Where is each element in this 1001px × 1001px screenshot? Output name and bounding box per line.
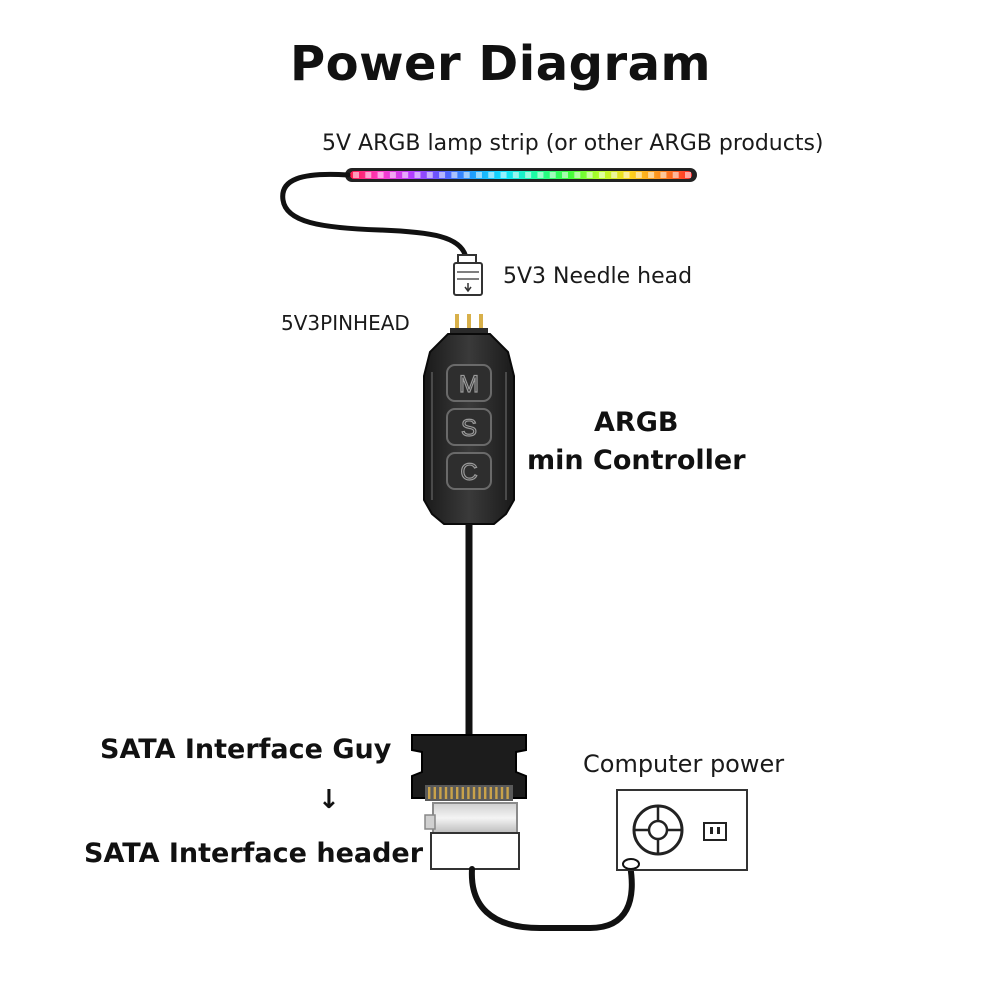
sata-guy-label: SATA Interface Guy bbox=[100, 734, 392, 765]
strip-led bbox=[525, 172, 532, 178]
sata-contact bbox=[428, 787, 431, 799]
sata-contact bbox=[472, 787, 476, 799]
strip-led bbox=[512, 172, 519, 178]
strip-led bbox=[562, 172, 569, 178]
sata-interface-header-connector bbox=[424, 802, 520, 870]
sata-contact bbox=[489, 787, 492, 799]
page-title: Power Diagram bbox=[289, 36, 712, 92]
strip-led bbox=[463, 172, 470, 178]
down-arrow-icon: ↓ bbox=[318, 785, 340, 815]
sata-header-label: SATA Interface header bbox=[84, 838, 424, 869]
strip-led bbox=[660, 172, 667, 178]
power-cable bbox=[468, 862, 635, 931]
sata-contact bbox=[500, 787, 504, 799]
strip-led bbox=[439, 172, 446, 178]
argb-lamp-strip bbox=[345, 168, 697, 182]
strip-led bbox=[623, 172, 630, 178]
controller-button-m[interactable] bbox=[446, 364, 492, 402]
pinhead-label: 5V3PINHEAD bbox=[281, 311, 410, 335]
strip-led bbox=[685, 172, 691, 178]
needle-head-label: 5V3 Needle head bbox=[503, 264, 693, 289]
controller-button-m-label: M bbox=[459, 371, 479, 398]
sata-contact bbox=[478, 787, 481, 799]
controller-label-line1: ARGB bbox=[594, 407, 679, 438]
strip-led bbox=[414, 172, 421, 178]
strip-led bbox=[574, 172, 581, 178]
controller-button-c[interactable] bbox=[446, 452, 492, 490]
sata-contact bbox=[456, 787, 459, 799]
strip-led bbox=[353, 172, 359, 178]
strip-led bbox=[648, 172, 655, 178]
strip-led bbox=[500, 172, 507, 178]
sata-contact bbox=[439, 787, 442, 799]
strip-led bbox=[672, 172, 679, 178]
strip-led bbox=[488, 172, 495, 178]
sata-contact bbox=[506, 787, 509, 799]
computer-power-supply bbox=[616, 789, 748, 871]
strip-led bbox=[598, 172, 605, 178]
strip-led bbox=[586, 172, 593, 178]
sata-contact bbox=[433, 787, 436, 799]
needle-head-connector bbox=[453, 254, 483, 296]
sata-contact bbox=[495, 787, 498, 799]
controller-label-line2: min Controller bbox=[527, 445, 746, 476]
controller-button-s[interactable] bbox=[446, 408, 492, 446]
sata-contact bbox=[444, 787, 448, 799]
strip-led-dots bbox=[353, 172, 691, 178]
sata-contacts bbox=[428, 787, 509, 799]
strip-led bbox=[365, 172, 372, 178]
strip-led bbox=[475, 172, 482, 178]
strip-led bbox=[377, 172, 384, 178]
sata-contact bbox=[484, 787, 487, 799]
computer-power-label: Computer power bbox=[583, 750, 785, 778]
strip-led bbox=[402, 172, 409, 178]
strip-led bbox=[549, 172, 556, 178]
strip-led bbox=[635, 172, 642, 178]
controller-label: ARGB min Controller bbox=[527, 404, 746, 480]
strip-led bbox=[451, 172, 458, 178]
strip-led bbox=[537, 172, 544, 178]
sata-contact bbox=[450, 787, 453, 799]
controller-button-s-label: S bbox=[461, 415, 477, 442]
strip-led bbox=[611, 172, 618, 178]
strip-cable bbox=[280, 171, 469, 261]
controller-button-c-label: C bbox=[460, 459, 477, 486]
strip-led bbox=[389, 172, 396, 178]
lamp-strip-label: 5V ARGB lamp strip (or other ARGB produc… bbox=[322, 131, 824, 156]
sata-interface-guy-connector bbox=[411, 734, 527, 801]
pinhead-pins bbox=[450, 314, 488, 336]
strip-led bbox=[426, 172, 433, 178]
sata-contact bbox=[467, 787, 470, 799]
sata-contact bbox=[461, 787, 464, 799]
